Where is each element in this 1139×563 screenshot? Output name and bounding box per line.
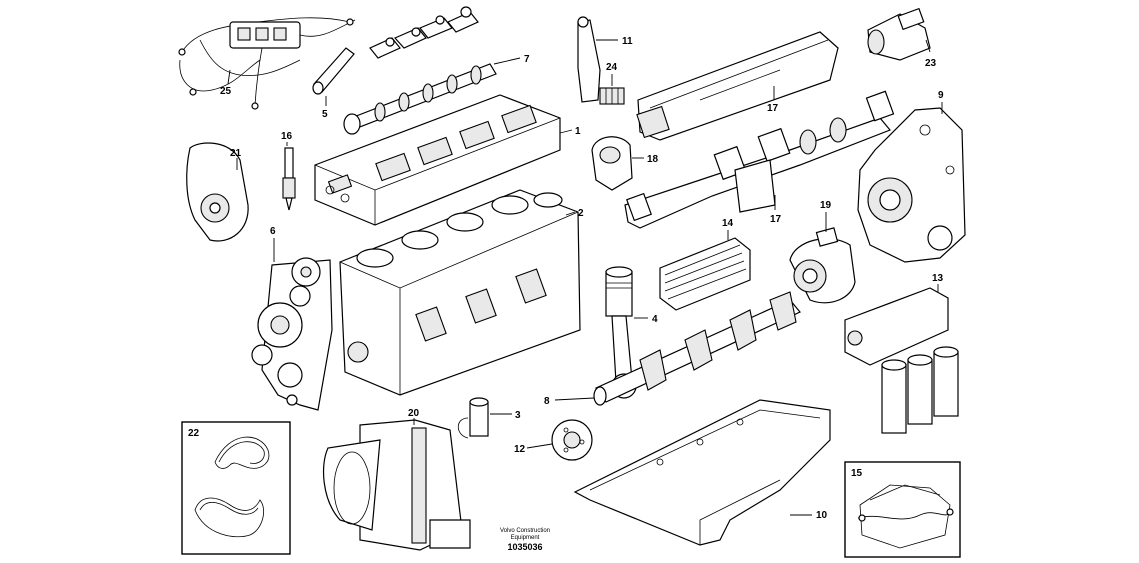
part-engine-block bbox=[339, 189, 581, 396]
callout-9: 9 bbox=[938, 90, 944, 101]
callout-2: 2 bbox=[578, 208, 584, 219]
part-oil-cooler bbox=[659, 237, 751, 311]
part-rocker-shaft bbox=[312, 47, 355, 95]
part-cylinder-head bbox=[314, 94, 561, 226]
part-crankshaft bbox=[593, 291, 801, 406]
part-thermostat-housing bbox=[591, 136, 633, 191]
part-inlet-manifold bbox=[636, 31, 839, 141]
callout-17b: 17 bbox=[770, 214, 782, 225]
callout-10: 10 bbox=[816, 510, 828, 521]
callout-23: 23 bbox=[925, 58, 937, 69]
part-exhaust-manifold bbox=[624, 90, 895, 229]
callout-17a: 17 bbox=[767, 103, 779, 114]
part-wiring-harness bbox=[178, 17, 356, 110]
part-sensor-block bbox=[599, 87, 625, 105]
part-fan-shroud-radiator bbox=[322, 419, 471, 551]
callout-6: 6 bbox=[270, 226, 276, 237]
inset-box-belts bbox=[181, 421, 291, 555]
part-rocker-arms bbox=[369, 6, 479, 59]
part-starter-motor bbox=[867, 7, 931, 61]
callout-5: 5 bbox=[322, 109, 328, 120]
caption-line-2: Equipment bbox=[511, 535, 540, 541]
caption-line-1: Volvo Construction bbox=[500, 528, 550, 534]
callout-7: 7 bbox=[524, 54, 530, 65]
callout-14: 14 bbox=[722, 218, 734, 229]
part-oil-pan bbox=[573, 399, 831, 546]
callout-19: 19 bbox=[820, 200, 832, 211]
inset-box-engine-harness bbox=[844, 461, 961, 558]
callout-8: 8 bbox=[544, 396, 550, 407]
callout-16: 16 bbox=[281, 131, 293, 142]
part-flywheel-housing bbox=[857, 107, 966, 263]
callout-25: 25 bbox=[220, 86, 232, 97]
part-camshaft bbox=[343, 63, 497, 135]
part-bracket bbox=[577, 16, 601, 103]
part-water-pump bbox=[186, 142, 249, 242]
callout-11: 11 bbox=[622, 36, 633, 47]
callout-22: 22 bbox=[188, 428, 200, 439]
part-sensor bbox=[457, 397, 489, 439]
callout-21: 21 bbox=[230, 148, 242, 159]
part-turbocharger bbox=[789, 227, 856, 304]
part-timing-gears bbox=[251, 257, 333, 411]
part-injector bbox=[282, 147, 296, 211]
callout-20: 20 bbox=[408, 408, 420, 419]
callout-15: 15 bbox=[851, 468, 863, 479]
callout-1: 1 bbox=[575, 126, 581, 137]
part-oil-filter-assembly bbox=[844, 287, 959, 434]
callout-13: 13 bbox=[932, 273, 944, 284]
drawing-number: 1035036 bbox=[507, 542, 542, 552]
callout-18: 18 bbox=[647, 154, 659, 165]
callout-12: 12 bbox=[514, 444, 526, 455]
callout-24: 24 bbox=[606, 62, 618, 73]
part-crank-gear bbox=[551, 419, 593, 461]
callout-3: 3 bbox=[515, 410, 521, 421]
callout-4: 4 bbox=[652, 314, 658, 325]
